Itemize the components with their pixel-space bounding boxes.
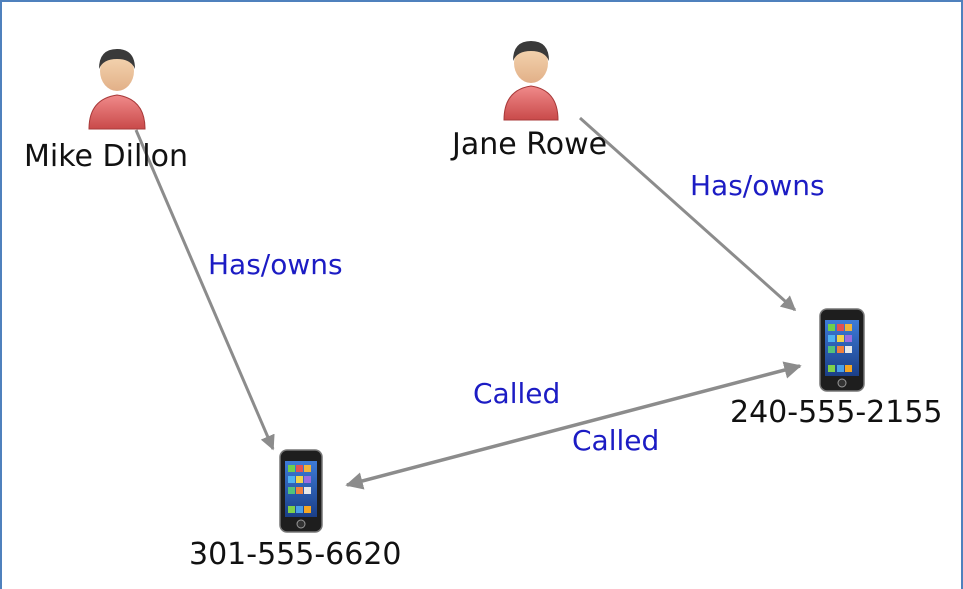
edge-mike-has-owns [134,129,275,451]
node-label-jane-rowe: Jane Rowe [452,127,608,162]
person-icon [503,41,559,121]
node-label-phone-301: 301-555-6620 [189,537,402,572]
frame-border-right [961,0,963,589]
phone-icon [819,308,865,392]
person-icon [88,49,146,130]
frame-border-top [0,0,963,2]
edge-called [345,361,802,490]
edge-jane-has-owns [579,116,797,312]
phone-icon [279,449,323,533]
node-label-phone-240: 240-555-2155 [730,395,943,430]
edge-label-mike-has-owns: Has/owns [208,248,343,281]
edge-label-jane-has-owns: Has/owns [690,169,825,202]
edge-label-called-lower: Called [572,424,660,457]
node-label-mike-dillon: Mike Dillon [24,139,188,174]
frame-border-left [0,0,2,589]
edge-label-called-upper: Called [473,377,561,410]
